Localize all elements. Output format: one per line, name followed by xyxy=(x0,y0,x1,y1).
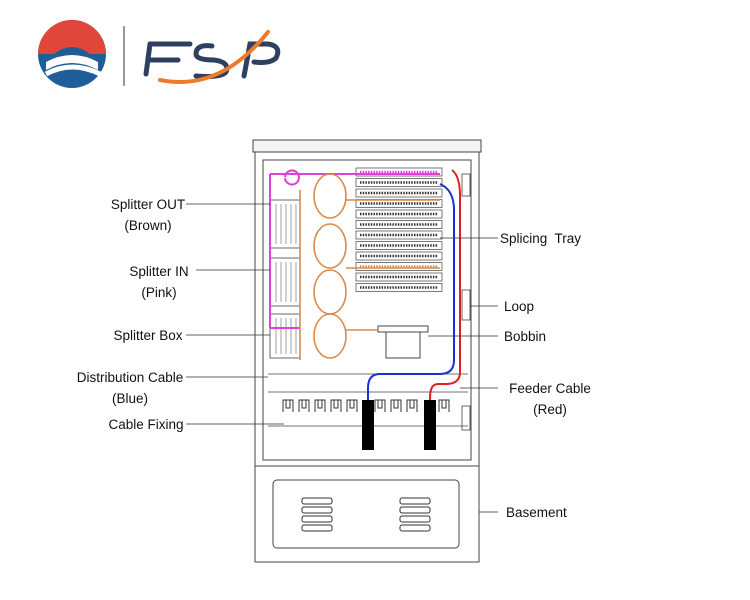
cable-clamp xyxy=(390,399,402,412)
callout-splitter-box-title: Splitter Box xyxy=(113,328,183,343)
cabinet-outline xyxy=(252,139,482,563)
cable-clamp xyxy=(330,399,342,412)
cable-clamp xyxy=(298,399,310,412)
callout-cable-fixing-title: Cable Fixing xyxy=(108,417,184,432)
callout-splitter-box: Splitter Box xyxy=(108,325,188,346)
brand-wordmark-icon xyxy=(143,30,281,84)
feeder-cable-body xyxy=(424,400,436,450)
callout-feeder-cable-color: (Red) xyxy=(533,402,567,417)
cable-clamps xyxy=(282,399,450,412)
callout-cable-fixing: Cable Fixing xyxy=(104,414,188,435)
callout-splitter-in-color: (Pink) xyxy=(141,285,177,300)
distribution-cable-body xyxy=(362,400,374,450)
splicing-tray-stack xyxy=(355,167,443,292)
leader-lines xyxy=(186,203,498,513)
blue-wire xyxy=(367,183,455,404)
bobbin-shape xyxy=(377,325,429,359)
callout-splitter-in: Splitter IN (Pink) xyxy=(120,261,198,303)
basement-vents xyxy=(301,497,431,532)
callout-basement: Basement xyxy=(506,502,567,523)
callout-distribution-cable: Distribution Cable (Blue) xyxy=(72,367,188,409)
callout-distribution-cable-title: Distribution Cable xyxy=(76,370,184,385)
callout-bobbin-title: Bobbin xyxy=(504,329,547,344)
cable-clamp xyxy=(374,399,386,412)
loop-brackets xyxy=(461,173,471,431)
callout-loop: Loop xyxy=(504,296,534,317)
red-wire xyxy=(429,169,461,404)
callout-splitter-in-title: Splitter IN xyxy=(129,264,189,279)
callout-bobbin: Bobbin xyxy=(504,326,546,347)
callout-loop-title: Loop xyxy=(504,299,535,314)
callout-basement-title: Basement xyxy=(506,505,567,520)
cable-clamp xyxy=(406,399,418,412)
brand-logo-icon xyxy=(38,20,106,88)
cable-clamp xyxy=(346,399,358,412)
splitter-box-slots xyxy=(275,204,297,354)
callout-splicing-tray-title: Splicing Tray xyxy=(500,231,582,246)
callout-splicing-tray: Splicing Tray xyxy=(500,228,581,249)
cable-clamp xyxy=(314,399,326,412)
callout-splitter-out: Splitter OUT (Brown) xyxy=(106,194,190,236)
pink-wire xyxy=(269,169,440,329)
brown-wires xyxy=(299,173,440,360)
splitter-box-stack xyxy=(269,199,301,359)
cable-clamp xyxy=(438,399,450,412)
callout-feeder-cable: Feeder Cable (Red) xyxy=(502,378,598,420)
callout-feeder-cable-title: Feeder Cable xyxy=(509,381,591,396)
cable-clamp xyxy=(282,399,294,412)
callout-splitter-out-title: Splitter OUT xyxy=(110,197,186,212)
callout-splitter-out-color: (Brown) xyxy=(124,218,172,233)
callout-distribution-cable-color: (Blue) xyxy=(111,391,148,406)
